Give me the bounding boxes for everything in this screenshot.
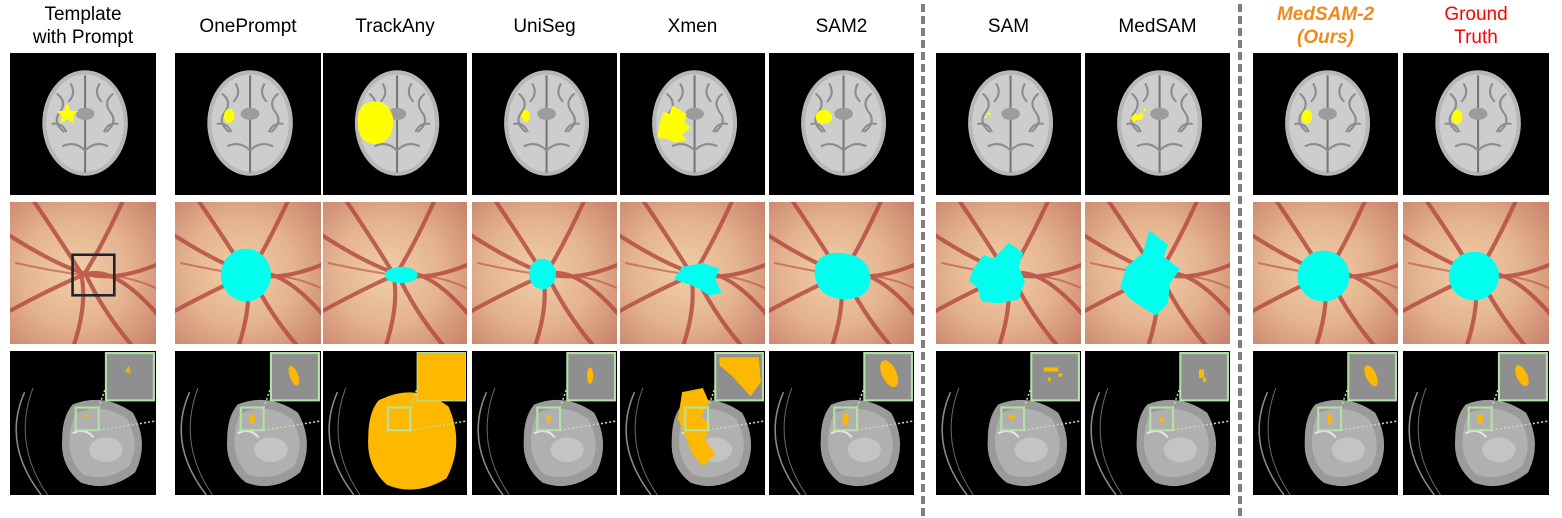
cell-brain-mri-trackany [323,53,467,195]
header-template-with-prompt: Template with Prompt [32,4,134,48]
header-trackany: TrackAny [355,15,435,37]
header-oneprompt: OnePrompt [199,15,297,37]
cell-brain-mri-medsam2 [1253,53,1398,195]
header-xmen: Xmen [667,15,718,37]
cell-fundus-medsam2 [1253,202,1398,344]
cell-fundus-template [10,202,156,344]
header-medsam2-ours: MedSAM-2 (Ours) [1276,4,1375,48]
cell-fundus-trackany [323,202,467,344]
cell-abdominal-ct-sam2 [769,351,914,495]
cell-abdominal-ct-sam [936,351,1081,495]
cell-brain-mri-oneprompt [175,53,321,195]
cell-abdominal-ct-medsam [1085,351,1230,495]
cell-fundus-sam [936,202,1081,344]
cell-fundus-sam2 [769,202,914,344]
header-medsam: MedSAM [1118,15,1197,37]
cell-brain-mri-medsam [1085,53,1230,195]
cell-abdominal-ct-ground-truth [1403,351,1549,495]
cell-brain-mri-sam [936,53,1081,195]
separator-left [921,4,925,516]
cell-abdominal-ct-medsam2 [1253,351,1398,495]
cell-abdominal-ct-trackany [323,351,467,495]
cell-fundus-ground-truth [1403,202,1549,344]
cell-fundus-medsam [1085,202,1230,344]
header-ground-truth: Ground Truth [1444,4,1508,48]
cell-brain-mri-ground-truth [1403,53,1549,195]
cell-abdominal-ct-xmen [620,351,765,495]
separator-right [1238,4,1242,516]
cell-abdominal-ct-template [10,351,156,495]
cell-fundus-oneprompt [175,202,321,344]
cell-brain-mri-template [10,53,156,195]
cell-fundus-xmen [620,202,765,344]
header-sam2: SAM2 [815,15,868,37]
cell-abdominal-ct-uniseg [472,351,617,495]
cell-fundus-uniseg [472,202,617,344]
cell-brain-mri-xmen [620,53,765,195]
cell-brain-mri-sam2 [769,53,914,195]
header-sam: SAM [987,15,1030,37]
header-uniseg: UniSeg [513,15,576,37]
cell-brain-mri-uniseg [472,53,617,195]
cell-abdominal-ct-oneprompt [175,351,321,495]
